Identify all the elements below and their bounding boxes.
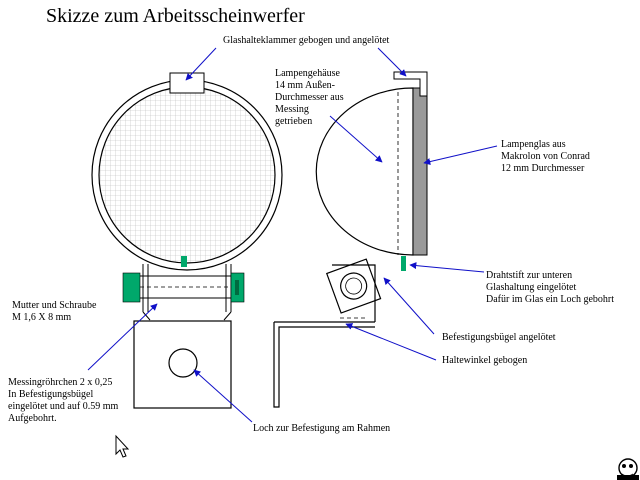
housing-dome-side — [315, 87, 414, 256]
arrow-glass-clip-front — [185, 47, 217, 81]
page-title: Skizze zum Arbeitsscheinwerfer — [46, 5, 305, 27]
mount-hole — [168, 348, 198, 378]
arrow-lamp-housing — [329, 115, 383, 163]
arrow-lamp-glass — [423, 145, 498, 165]
label-wire-pin: Drahtstift zur unteren Glashaltung einge… — [486, 270, 615, 305]
arrow-wire-pin — [409, 262, 485, 273]
cartoon-mascot-icon — [617, 458, 639, 480]
mouse-pointer-icon — [115, 434, 130, 458]
label-lamp-glass: Lampenglas aus Makrolon von Conrad 12 mm… — [501, 139, 590, 174]
label-angle: Haltewinkel gebogen — [442, 355, 528, 366]
leader-arrows — [87, 47, 498, 423]
brass-tube-front — [140, 275, 236, 299]
label-bracket: Befestigungsbügel angelötet — [442, 332, 556, 343]
arrow-bracket — [383, 277, 435, 335]
label-nut-screw: Mutter und Schraube M 1,6 X 8 mm — [12, 300, 97, 323]
glass-clip-side — [393, 71, 428, 97]
wire-pin-side — [401, 256, 406, 271]
arrow-mount-hole — [193, 369, 253, 423]
side-view — [273, 71, 428, 408]
bracket-legs-front — [142, 264, 232, 312]
wire-pin-front — [181, 256, 187, 267]
nut-left — [122, 272, 141, 303]
arrow-glass-clip-side — [377, 47, 407, 77]
lamp-glass-side — [412, 87, 428, 256]
bracket-feet — [142, 311, 232, 321]
lamp-grid-face — [99, 87, 275, 263]
label-brass-tube: Messingröhrchen 2 x 0,25 In Befestigungs… — [8, 377, 119, 424]
arrow-brass-tube — [87, 303, 158, 371]
fastening-bracket-side — [325, 258, 382, 314]
angle-bracket-side — [273, 264, 376, 408]
front-view — [91, 72, 283, 409]
label-mount-hole: Loch zur Befestigung am Rahmen — [253, 423, 391, 434]
glass-clip-front — [169, 72, 205, 94]
label-lamp-housing: Lampengehäuse 14 mm Außen- Durchmesser a… — [275, 68, 344, 127]
label-glass-clip: Glashalteklammer gebogen und angelötet — [223, 35, 390, 46]
screw-end — [235, 280, 239, 295]
arrow-angle — [345, 323, 437, 361]
